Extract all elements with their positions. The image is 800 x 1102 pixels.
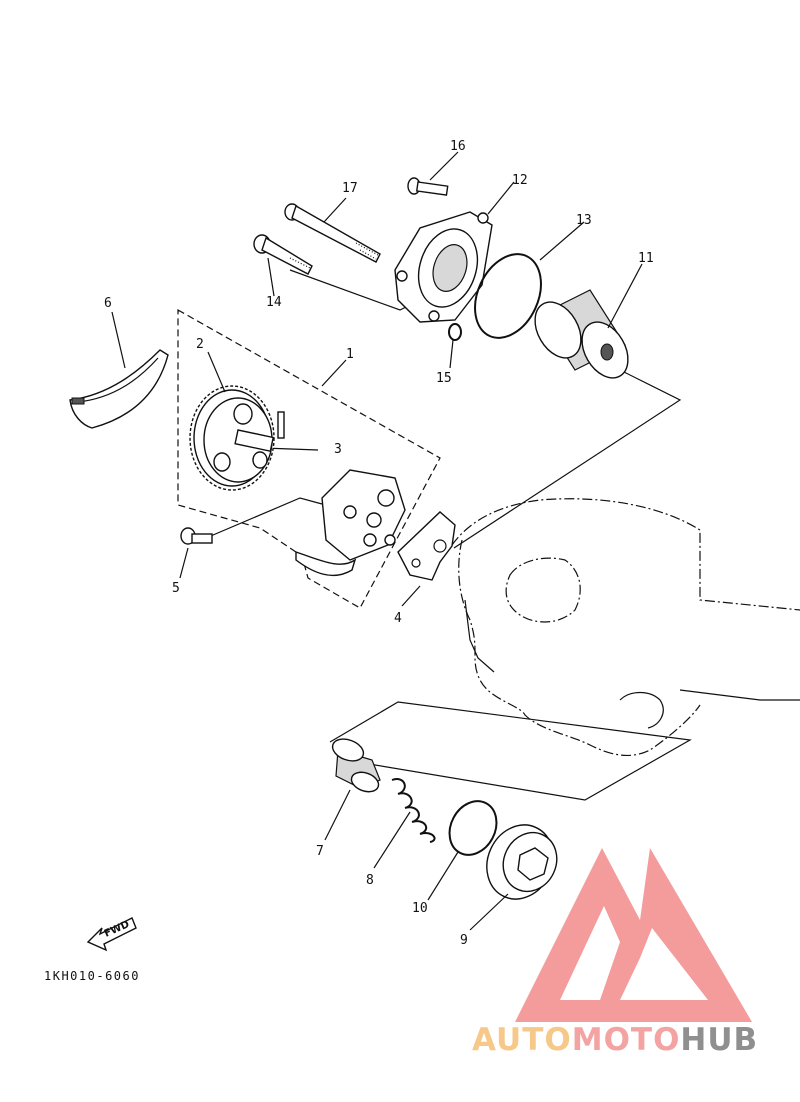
forward-arrow-icon: FWD	[86, 917, 137, 952]
part-10-o-ring	[448, 800, 498, 856]
diagram-code: 1KH010-6060	[44, 969, 140, 983]
brand-wordmark: AUTOMOTOHUB	[472, 1022, 758, 1058]
label-part-11: 11	[638, 251, 654, 266]
part-1-oil-pump-body	[295, 469, 406, 577]
part-12-oil-filter-cover	[394, 211, 493, 323]
part-2-oil-pump-gear	[189, 385, 285, 491]
label-part-16: 16	[450, 139, 466, 154]
label-part-12: 12	[512, 173, 528, 188]
label-part-13: 13	[576, 213, 592, 228]
label-part-6: 6	[104, 296, 112, 311]
oil-pump-assembly-boundary	[177, 308, 441, 609]
part-11-oil-filter-element	[534, 289, 629, 379]
automotohub-logo	[515, 848, 752, 1022]
label-part-4: 4	[394, 611, 402, 626]
label-part-14: 14	[266, 295, 282, 310]
label-part-1: 1	[346, 347, 354, 362]
label-part-3: 3	[334, 442, 342, 457]
part-5-screw	[180, 527, 213, 545]
part-4-gasket	[397, 511, 456, 581]
part-9-drain-plug	[486, 824, 558, 900]
part-17-long-bolt	[284, 203, 381, 263]
label-part-8: 8	[366, 873, 374, 888]
part-number-labels: 6 2 1 3 4 5 17 14 16 12 13 15 11 7 8 10 …	[104, 139, 654, 948]
label-part-15: 15	[436, 371, 452, 386]
label-part-7: 7	[316, 844, 324, 859]
logo-triangle-mark	[515, 848, 752, 1022]
part-15-small-o-ring	[448, 323, 462, 341]
callout-leaders	[111, 151, 643, 931]
part-6-chain-guide	[69, 349, 169, 429]
label-part-10: 10	[412, 901, 428, 916]
label-part-5: 5	[172, 581, 180, 596]
part-8-compression-spring	[391, 778, 436, 843]
label-part-2: 2	[196, 337, 204, 352]
label-part-17: 17	[342, 181, 358, 196]
label-part-9: 9	[460, 933, 468, 948]
part-7-oil-strainer	[331, 738, 381, 793]
part-16-bolt	[407, 177, 449, 196]
crankcase-outline	[451, 498, 800, 756]
part-14-bolt	[253, 234, 313, 275]
part-13-o-ring	[474, 253, 542, 339]
